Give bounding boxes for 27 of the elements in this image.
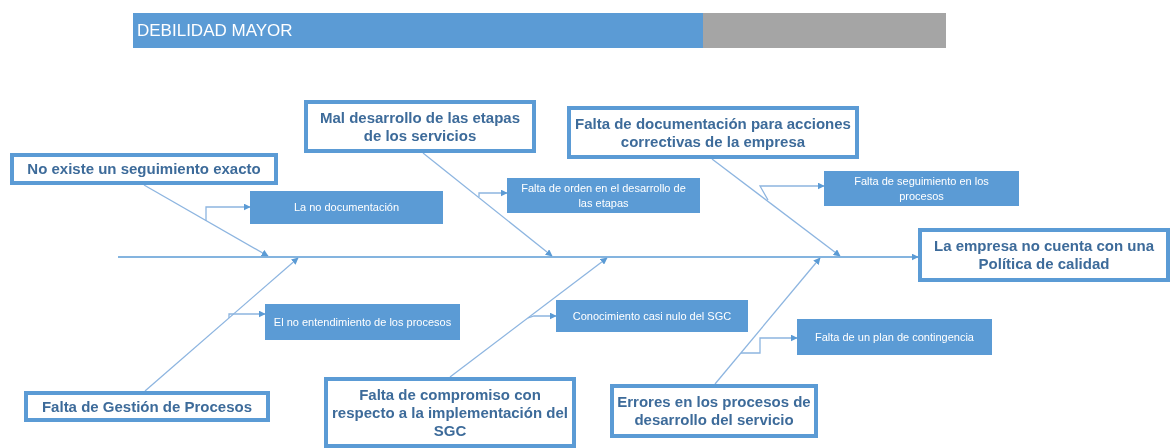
sub-cause-box: El no entendimiento de los procesos xyxy=(265,304,460,340)
arrow xyxy=(711,158,841,257)
spine-arrow xyxy=(117,253,919,261)
cause-box: Falta de Gestión de Procesos xyxy=(24,391,270,422)
sub-cause-box: Falta de un plan de contingencia xyxy=(797,319,992,355)
sub-cause-box: La no documentación xyxy=(250,191,443,224)
cause-box: Mal desarrollo de las etapas de los servicios xyxy=(304,100,536,153)
arrow xyxy=(758,182,825,201)
sub-cause-box: Falta de seguimiento en los procesos xyxy=(824,171,1019,206)
cause-box: Errores en los procesos de desarrollo del servicio xyxy=(610,384,818,438)
arrow xyxy=(422,152,553,257)
cause-box: Falta de documentación para acciones correctivas de la empresa xyxy=(567,106,859,159)
cause-box: Falta de compromiso con respecto a la implementación del SGC xyxy=(324,377,576,448)
cause-box: No existe un seguimiento exacto xyxy=(10,153,278,185)
arrow xyxy=(449,257,608,378)
sub-cause-box: Conocimiento casi nulo del SGC xyxy=(556,300,748,332)
arrow xyxy=(740,334,798,354)
arrow xyxy=(144,257,299,392)
title: DEBILIDAD MAYOR xyxy=(133,13,703,48)
cause-box: La empresa no cuenta con una Política de calidad xyxy=(918,228,1170,282)
arrow xyxy=(205,203,251,222)
arrow xyxy=(478,189,508,198)
sub-cause-box: Falta de orden en el desarrollo de las etapas xyxy=(507,178,700,213)
arrow xyxy=(714,257,821,385)
arrow xyxy=(143,184,269,257)
arrow xyxy=(228,310,266,319)
arrow xyxy=(527,312,557,320)
